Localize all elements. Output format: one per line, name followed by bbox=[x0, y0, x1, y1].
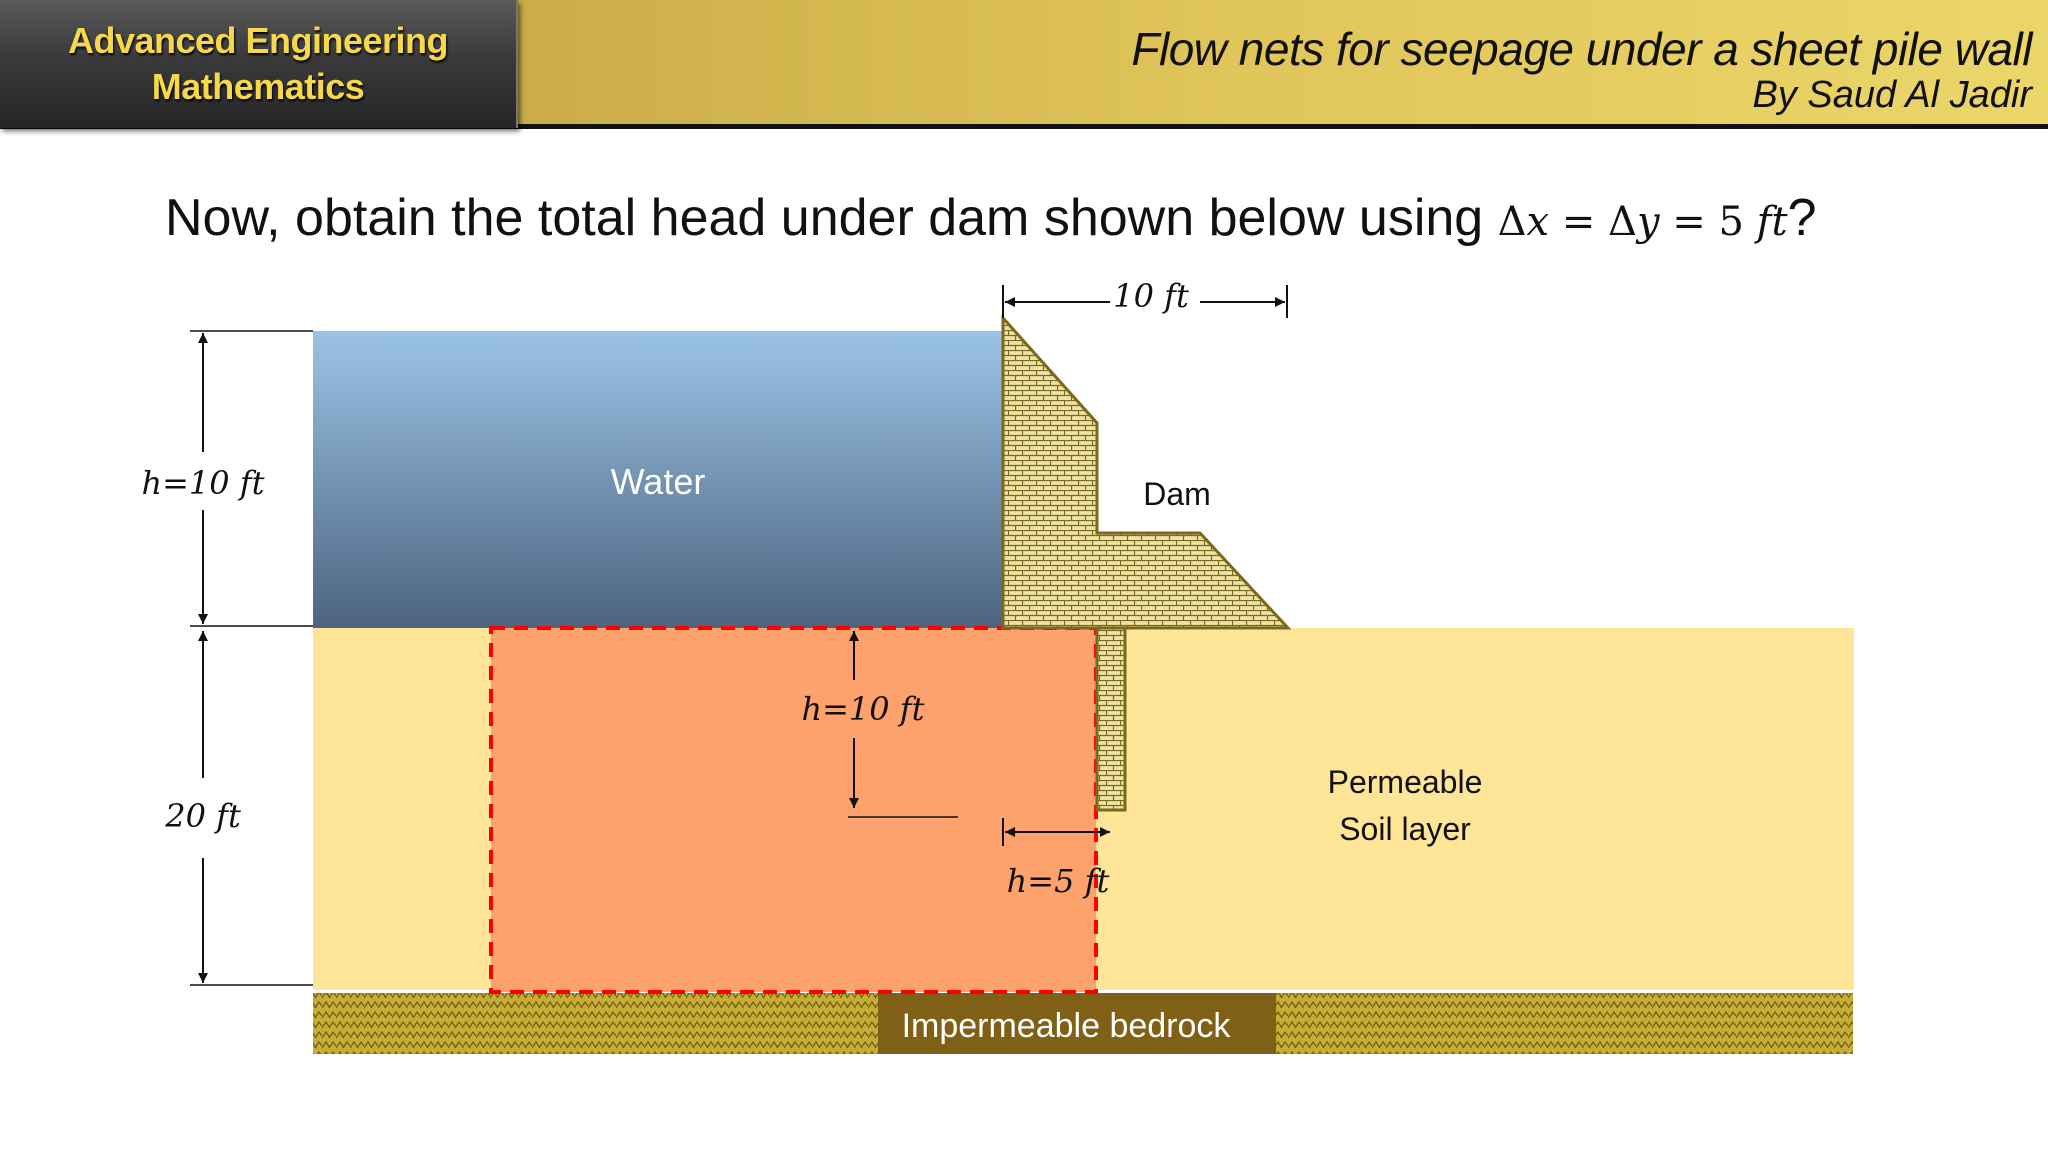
course-badge: Advanced Engineering Mathematics bbox=[0, 0, 518, 128]
soil-label-line2: Soil layer bbox=[1339, 811, 1471, 847]
video-title: Flow nets for seepage under a sheet pile… bbox=[1131, 23, 2032, 75]
question-end: ? bbox=[1787, 189, 1817, 247]
course-title: Advanced Engineering Mathematics bbox=[67, 20, 449, 107]
math-delta-x: Δ bbox=[1497, 199, 1527, 245]
soil-label-line1: Permeable bbox=[1328, 764, 1483, 800]
dam-width-label: 10 ft bbox=[1113, 277, 1189, 315]
math-y: y bbox=[1636, 199, 1660, 245]
question-lead: Now, obtain the total head under dam sho… bbox=[165, 189, 1498, 247]
math-eq-5: = 5 bbox=[1659, 199, 1757, 245]
pile-head-label: h=5 ft bbox=[1007, 862, 1110, 900]
math-eq-delta: = Δ bbox=[1549, 199, 1637, 245]
header-rule bbox=[0, 124, 2048, 129]
bedrock-label: Impermeable bedrock bbox=[902, 1007, 1232, 1045]
sheet-pile bbox=[1095, 626, 1127, 812]
math-x: x bbox=[1526, 199, 1550, 245]
inner-head-label: h=10 ft bbox=[801, 690, 924, 728]
water-label: Water bbox=[611, 461, 706, 502]
dam-label: Dam bbox=[1143, 476, 1211, 512]
question-math: Δx = Δy = 5 ft bbox=[1498, 199, 1788, 245]
dam-body bbox=[1001, 314, 1292, 630]
author-name: By Saud Al Jadir bbox=[1752, 74, 2032, 116]
soil-depth-label: 20 ft bbox=[164, 797, 241, 835]
water-height-label: h=10 ft bbox=[141, 464, 264, 502]
analysis-region bbox=[489, 626, 1098, 994]
math-ft: ft bbox=[1756, 199, 1788, 245]
bedrock-label-box bbox=[878, 993, 1276, 1054]
water-body bbox=[313, 331, 1003, 628]
question-text: Now, obtain the total head under dam sho… bbox=[165, 188, 1816, 248]
